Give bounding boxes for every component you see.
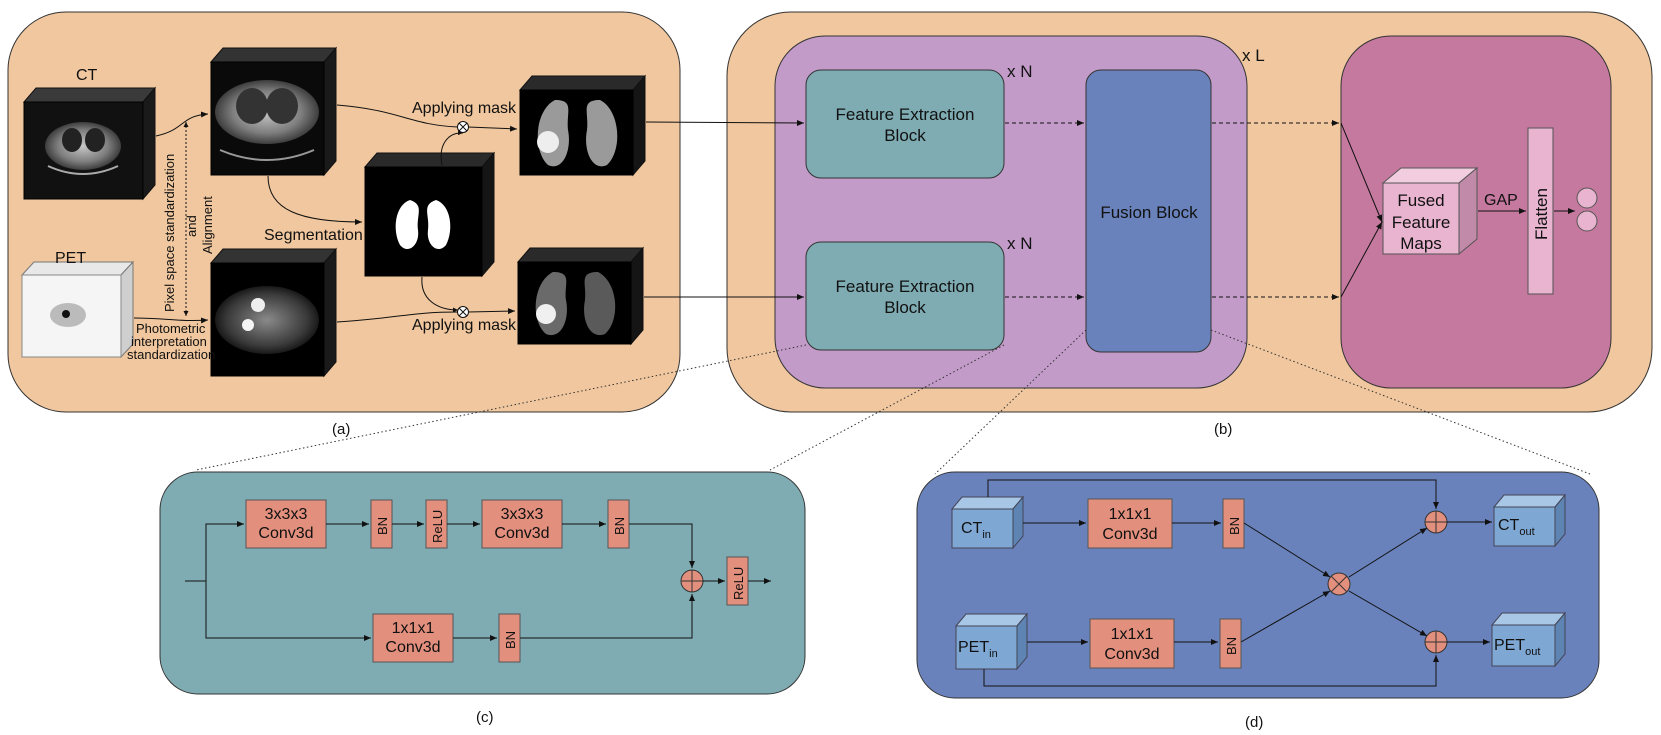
conv1x1-d-top-line2: Conv3d — [1102, 526, 1157, 543]
panel-d-connectors — [983, 479, 1492, 687]
conv1x1-d-bottom[interactable] — [1089, 618, 1175, 669]
feature-extraction-block-pet[interactable] — [805, 241, 1005, 351]
panel-b-connectors — [644, 119, 1575, 300]
ct-out-subscript: out — [1519, 526, 1534, 538]
panel-c-caption: (c) — [476, 709, 494, 726]
conv1x1-c-line2: Conv3d — [385, 639, 440, 656]
output-node-2 — [1576, 210, 1598, 232]
masked-ct-volume — [518, 74, 647, 177]
multiply-operator-bottom — [457, 306, 469, 318]
bn-1-label: BN — [375, 517, 390, 535]
pixel-standardization-label: Pixel space standardization — [162, 154, 177, 312]
ct-input-volume — [22, 86, 157, 201]
bn-3-label: BN — [503, 631, 518, 649]
bn-d-bottom-label: BN — [1224, 637, 1239, 655]
feature-block-ct-line1: Feature Extraction — [836, 105, 975, 124]
pet-input-volume — [20, 260, 135, 359]
conv3x3-b-line2: Conv3d — [494, 525, 549, 542]
photometric-label-3: standardization — [127, 347, 215, 362]
conv3x3-a-line1: 3x3x3 — [265, 506, 308, 523]
fusion-block-label: Fusion Block — [1100, 203, 1198, 222]
conv3x3-a-line2: Conv3d — [258, 525, 313, 542]
pet-out-subscript: out — [1525, 646, 1540, 658]
bn-2-label: BN — [612, 517, 627, 535]
pet-in-subscript: in — [989, 648, 998, 660]
panel-a-caption: (a) — [332, 421, 350, 438]
pet-out-cube[interactable] — [1490, 611, 1567, 668]
ct-out-cube[interactable] — [1492, 493, 1567, 548]
flatten-label: Flatten — [1532, 188, 1551, 240]
conv1x1-c-line1: 1x1x1 — [392, 620, 435, 637]
add-operator-d-bottom — [1424, 630, 1448, 654]
repeat-l-label: x L — [1242, 46, 1265, 65]
conv3x3-b-line1: 3x3x3 — [501, 506, 544, 523]
pet-in-label: PETin — [958, 639, 998, 660]
flatten-layer[interactable] — [1527, 127, 1554, 295]
relu-1-label: ReLU — [430, 510, 445, 543]
ct-in-text: CT — [961, 520, 983, 537]
multiply-operator-d — [1327, 572, 1351, 596]
conv1x1-d-top-line1: 1x1x1 — [1109, 506, 1152, 523]
fused-label-2: Feature — [1392, 213, 1451, 232]
panel-c-connectors — [185, 521, 771, 641]
fused-feature-maps-cube[interactable] — [1381, 166, 1479, 256]
ct-in-subscript: in — [982, 529, 991, 541]
panel-b-caption: (b) — [1214, 421, 1232, 438]
ct-in-cube[interactable] — [950, 495, 1025, 550]
repeat-n-top-label: x N — [1007, 62, 1033, 81]
masked-pet-volume — [516, 246, 645, 346]
fused-label-1: Fused — [1397, 191, 1444, 210]
pet-in-cube[interactable] — [954, 612, 1029, 671]
conv1x1-d-bottom-line1: 1x1x1 — [1111, 626, 1154, 643]
conv1x1-d-top[interactable] — [1087, 498, 1173, 549]
alignment-label: Alignment — [200, 196, 215, 254]
fused-label-3: Maps — [1400, 234, 1442, 253]
applying-mask-bottom-label: Applying mask — [412, 317, 517, 334]
zoom-guides — [195, 329, 1591, 475]
conv1x1-d-bottom-line2: Conv3d — [1104, 646, 1159, 663]
photometric-label-1: Photometric — [136, 321, 206, 336]
segmentation-label: Segmentation — [264, 227, 363, 244]
bn-d-bottom[interactable] — [1219, 618, 1242, 669]
ct-out-label: CTout — [1498, 517, 1535, 538]
ct-label: CT — [76, 67, 98, 84]
panel-a-connectors — [133, 104, 518, 324]
ct-out-text: CT — [1498, 517, 1520, 534]
photometric-label-2: interpretation — [131, 334, 207, 349]
feature-block-ct-line2: Block — [884, 126, 926, 145]
feature-extraction-block-ct[interactable] — [805, 69, 1005, 179]
add-operator-d-top — [1424, 510, 1448, 534]
pet-in-text: PET — [958, 639, 989, 656]
pet-label: PET — [55, 250, 86, 267]
conv1x1-c[interactable] — [372, 613, 454, 663]
pet-out-text: PET — [1494, 637, 1525, 654]
output-node-1 — [1576, 187, 1598, 209]
relu-out-label: ReLU — [731, 567, 746, 600]
pet-out-label: PETout — [1494, 637, 1540, 658]
applying-mask-top-label: Applying mask — [412, 100, 517, 117]
multiply-operator-top — [457, 121, 469, 133]
pet-standardized-volume — [209, 247, 338, 378]
ct-standardized-volume — [209, 46, 338, 177]
gap-label: GAP — [1484, 192, 1518, 209]
bn-d-top-label: BN — [1227, 517, 1242, 535]
and-label: and — [184, 215, 199, 237]
fusion-block[interactable] — [1085, 69, 1212, 353]
segmentation-mask-volume — [363, 151, 496, 278]
add-operator-c — [680, 569, 704, 593]
repeat-n-bottom-label: x N — [1007, 234, 1033, 253]
feature-block-pet-line1: Feature Extraction — [836, 277, 975, 296]
feature-block-pet-line2: Block — [884, 298, 926, 317]
panel-d-caption: (d) — [1245, 714, 1263, 731]
ct-in-label: CTin — [961, 520, 991, 541]
